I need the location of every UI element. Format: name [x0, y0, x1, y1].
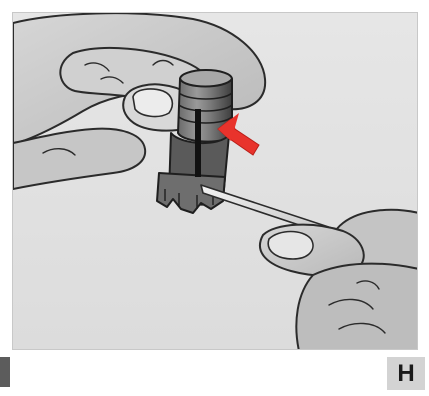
- illustration-canvas: [13, 13, 418, 350]
- step-label-badge: H: [387, 357, 425, 390]
- left-edge-marker: [0, 357, 10, 387]
- instruction-illustration-frame: [12, 12, 418, 350]
